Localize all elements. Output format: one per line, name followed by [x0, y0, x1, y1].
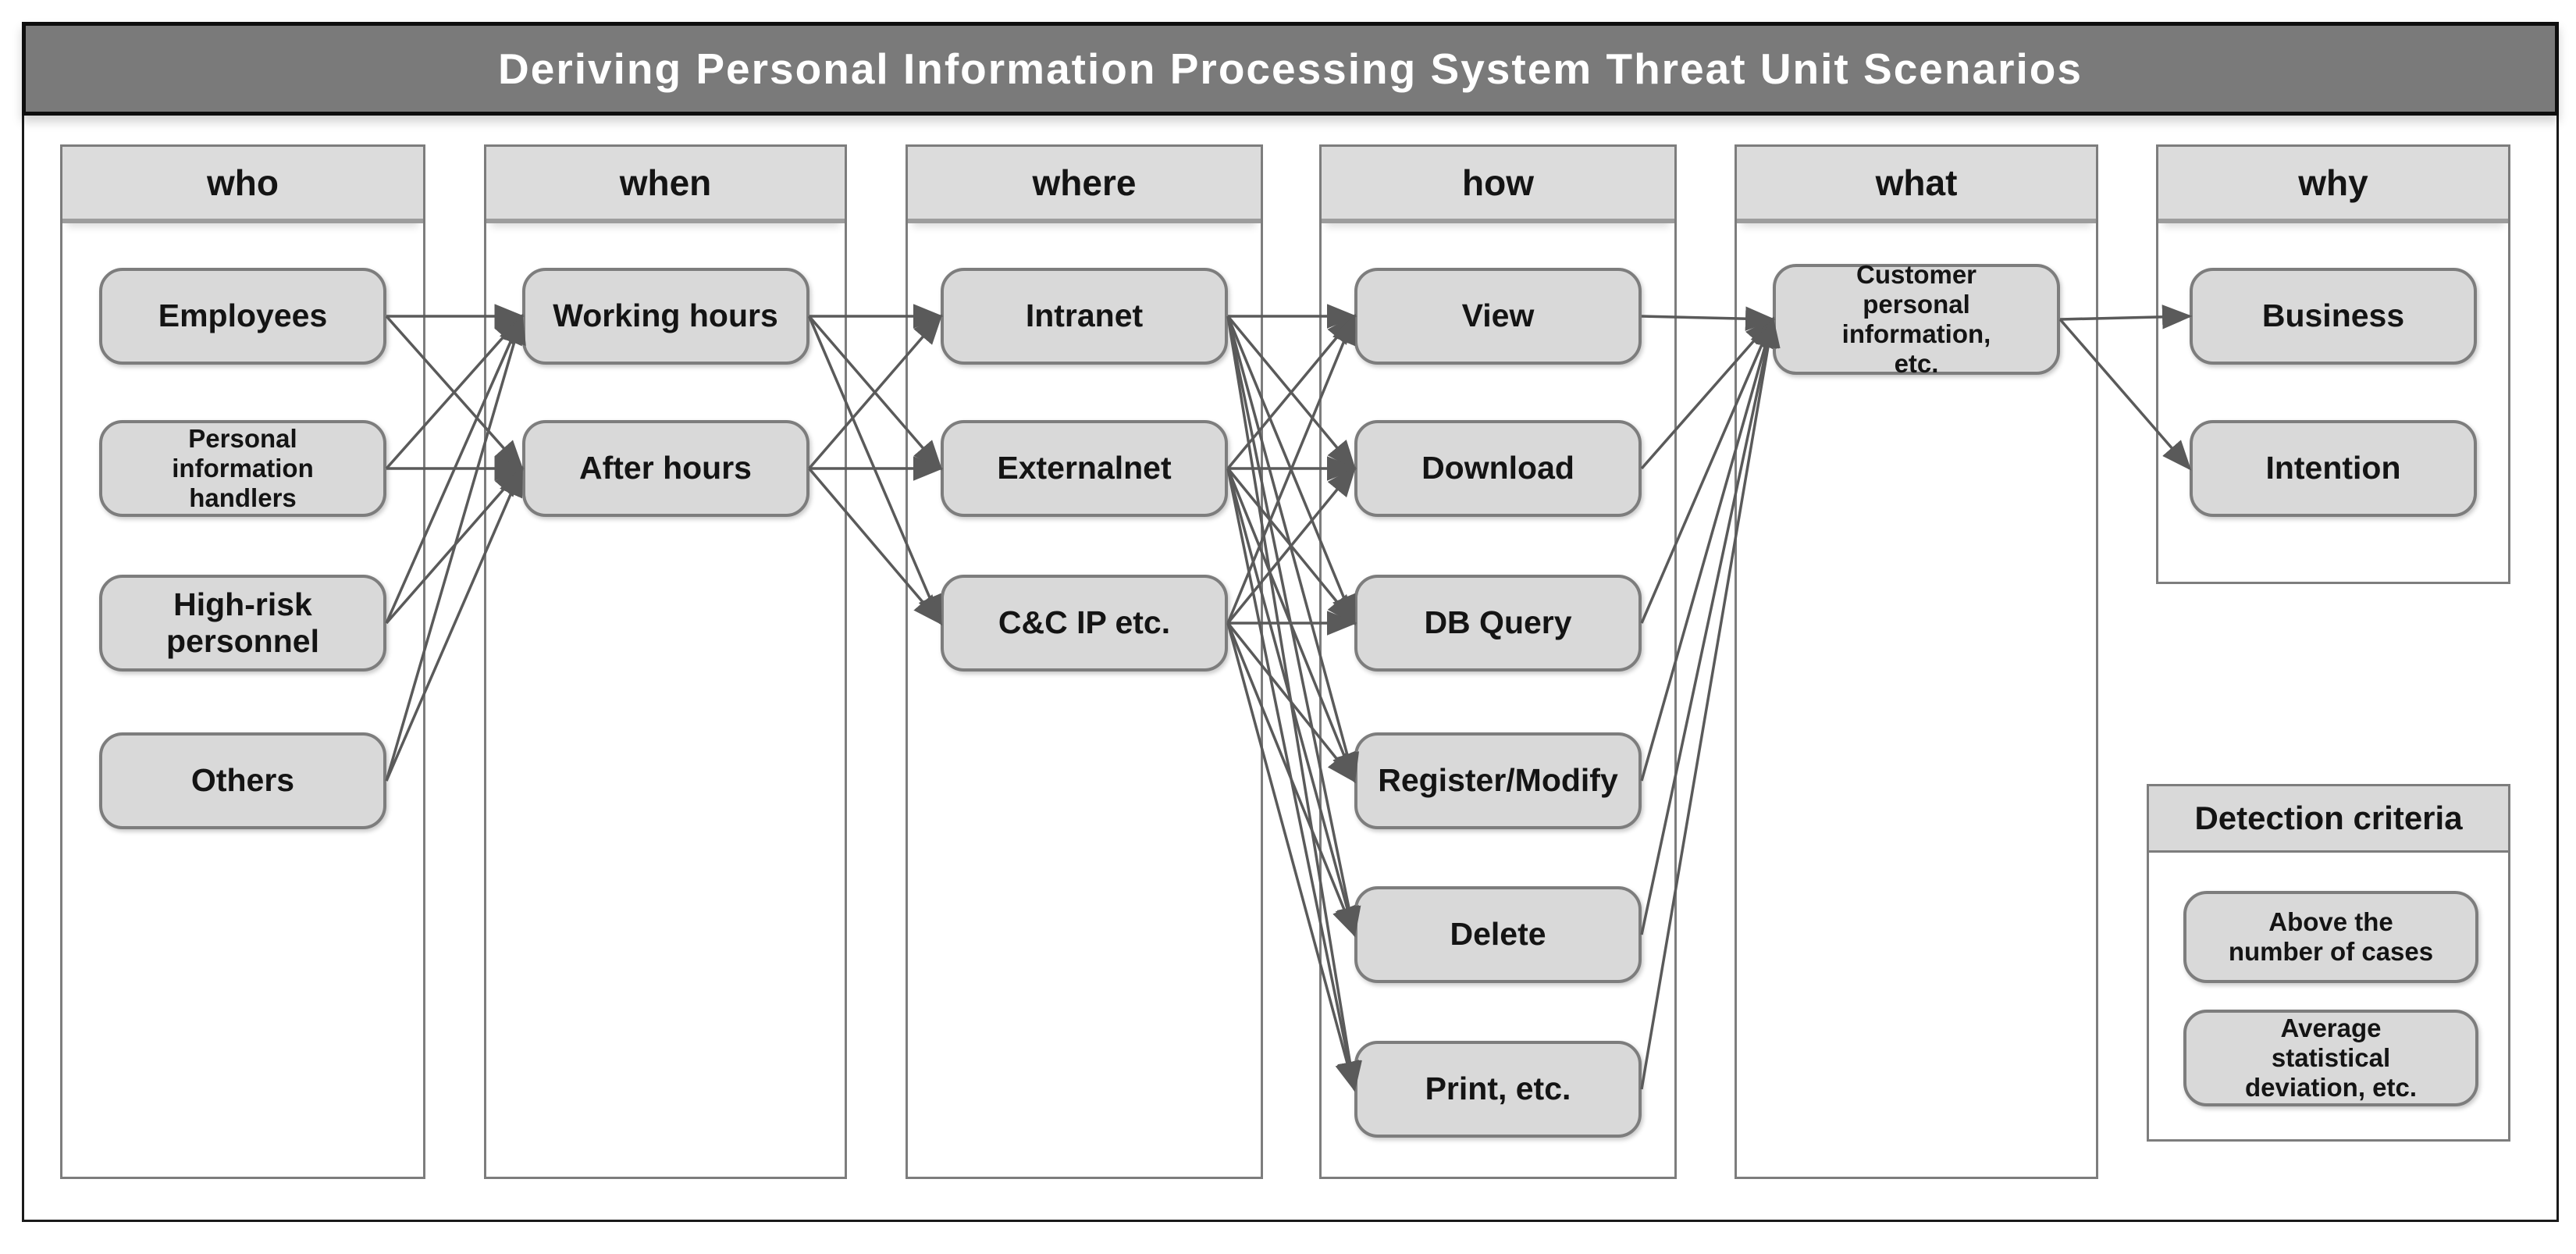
column-header-when: when	[486, 147, 845, 223]
column-header-who: who	[62, 147, 423, 223]
node-employees: Employees	[99, 268, 386, 365]
column-header-where: where	[908, 147, 1261, 223]
node-print-etc: Print, etc.	[1354, 1041, 1642, 1138]
detection-criteria-panel: Detection criteria Above the number of c…	[2147, 784, 2510, 1142]
node-customer-personal-information-etc: Customer personal information, etc.	[1773, 260, 2060, 378]
node-business: Business	[2190, 268, 2477, 365]
node-intention: Intention	[2190, 420, 2477, 517]
node-db-query: DB Query	[1354, 575, 1642, 672]
detection-item-above-number-of-cases: Above the number of cases	[2183, 891, 2478, 983]
node-high-risk-personnel: High-risk personnel	[99, 575, 386, 672]
title-bar: Deriving Personal Information Processing…	[22, 22, 2559, 116]
node-externalnet: Externalnet	[941, 420, 1228, 517]
node-intranet: Intranet	[941, 268, 1228, 365]
node-cc-ip-etc: C&C IP etc.	[941, 575, 1228, 672]
column-header-how: how	[1322, 147, 1674, 223]
node-download: Download	[1354, 420, 1642, 517]
column-header-why: why	[2158, 147, 2508, 223]
detection-item-average-statistical-deviation: Average statistical deviation, etc.	[2183, 1010, 2478, 1106]
node-register-modify: Register/Modify	[1354, 732, 1642, 829]
node-working-hours: Working hours	[521, 268, 809, 365]
node-others: Others	[99, 732, 386, 829]
node-personal-information-handlers: Personal information handlers	[99, 420, 386, 517]
detection-criteria-title: Detection criteria	[2149, 786, 2508, 853]
diagram-title: Deriving Personal Information Processing…	[498, 45, 2083, 93]
node-after-hours: After hours	[521, 420, 809, 517]
node-delete: Delete	[1354, 886, 1642, 983]
node-view: View	[1354, 268, 1642, 365]
column-header-what: what	[1737, 147, 2096, 223]
